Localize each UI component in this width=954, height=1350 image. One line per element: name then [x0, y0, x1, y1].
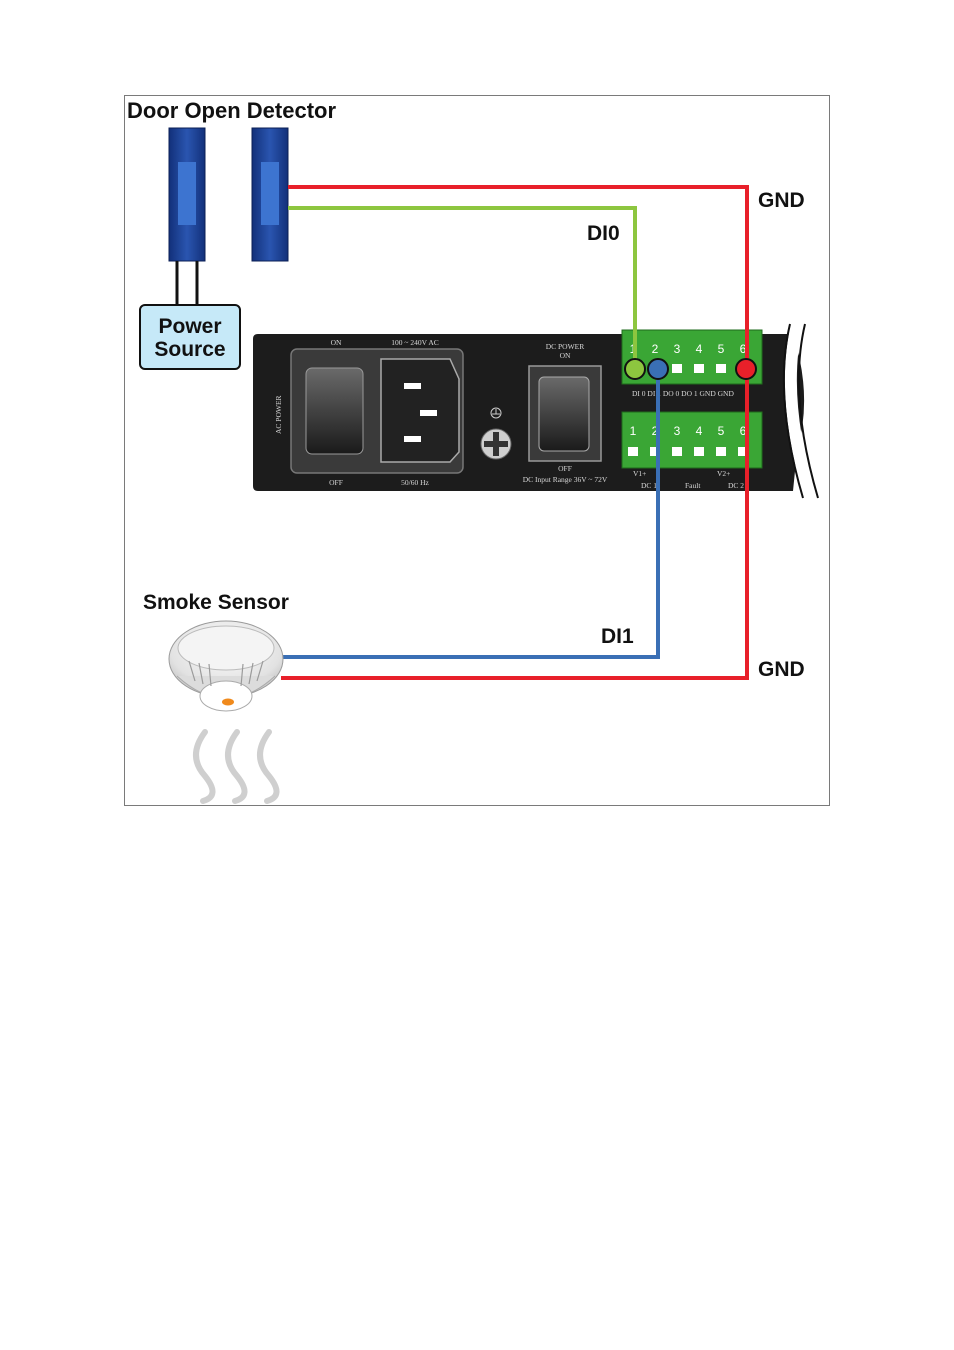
di0-terminal-dot — [624, 358, 646, 380]
top-terminal-number: 5 — [718, 342, 725, 356]
device-rear-panel: ON OFF 100 ~ 240V AC 50/60 Hz AC POWER D… — [253, 322, 819, 500]
smoke-detector-icon — [168, 620, 284, 712]
gnd-terminal-dot — [735, 358, 757, 380]
top-terminal-number: 4 — [696, 342, 703, 356]
ground-screw-icon — [480, 428, 512, 460]
ac-off-label: OFF — [329, 478, 343, 487]
door-detector-title: Door Open Detector — [127, 98, 336, 123]
bottom-label-v1: V1+ — [633, 469, 646, 478]
top-terminal-number: 3 — [674, 342, 681, 356]
ground-icon — [490, 407, 502, 419]
bottom-terminal-number: 2 — [652, 424, 659, 438]
bottom-terminal-number: 4 — [696, 424, 703, 438]
di1-label: DI1 — [601, 625, 634, 648]
dc-input-range-label: DC Input Range 36V ~ 72V — [523, 475, 608, 484]
dc-off-label: OFF — [558, 464, 572, 473]
bottom-label-dc1: DC 1 — [641, 481, 657, 490]
door-detector-sensor — [168, 127, 289, 262]
ac-power-label: AC POWER — [274, 395, 283, 434]
gnd-wire-bottom — [281, 369, 749, 680]
dc-power-label: DC POWER — [546, 342, 585, 351]
detector-power-wires — [175, 261, 199, 305]
ac-on-label: ON — [331, 338, 342, 347]
smoke-sensor-title: Smoke Sensor — [143, 591, 289, 614]
di0-wire — [288, 206, 637, 369]
bottom-terminal-block: 1 2 3 4 5 6 V1+ DC 1 Fault V2+ DC 2 — [621, 411, 763, 490]
bottom-label-v2: V2+ — [717, 469, 730, 478]
power-source-label-1: Power — [158, 315, 221, 338]
top-terminal-labels: DI 0 DI 1 DO 0 DO 1 GND GND — [632, 389, 734, 398]
dc-on-label: ON — [560, 351, 571, 360]
ac-rating-label: 100 ~ 240V AC — [391, 338, 438, 347]
ac-freq-label: 50/60 Hz — [401, 478, 429, 487]
di1-terminal-dot — [647, 358, 669, 380]
top-terminal-number: 2 — [652, 342, 659, 356]
gnd-bottom-label: GND — [758, 658, 805, 681]
smoke-waves-icon — [193, 729, 280, 804]
bottom-terminal-number: 5 — [718, 424, 725, 438]
bottom-label-dc2: DC 2 — [728, 481, 744, 490]
gnd-top-label: GND — [758, 189, 805, 212]
bottom-terminal-number: 6 — [740, 424, 747, 438]
power-source-label-2: Source — [154, 338, 225, 361]
wiring-diagram: Door Open Detector Power Source ON OFF 1… — [124, 95, 830, 806]
gnd-wire-top — [288, 185, 749, 369]
di0-label: DI0 — [587, 222, 620, 245]
bottom-terminal-number: 1 — [630, 424, 637, 438]
bottom-label-fault: Fault — [685, 481, 701, 490]
bottom-terminal-number: 3 — [674, 424, 681, 438]
power-source-box: Power Source — [139, 304, 241, 370]
top-terminal-number: 6 — [740, 342, 747, 356]
di1-wire — [281, 369, 660, 659]
